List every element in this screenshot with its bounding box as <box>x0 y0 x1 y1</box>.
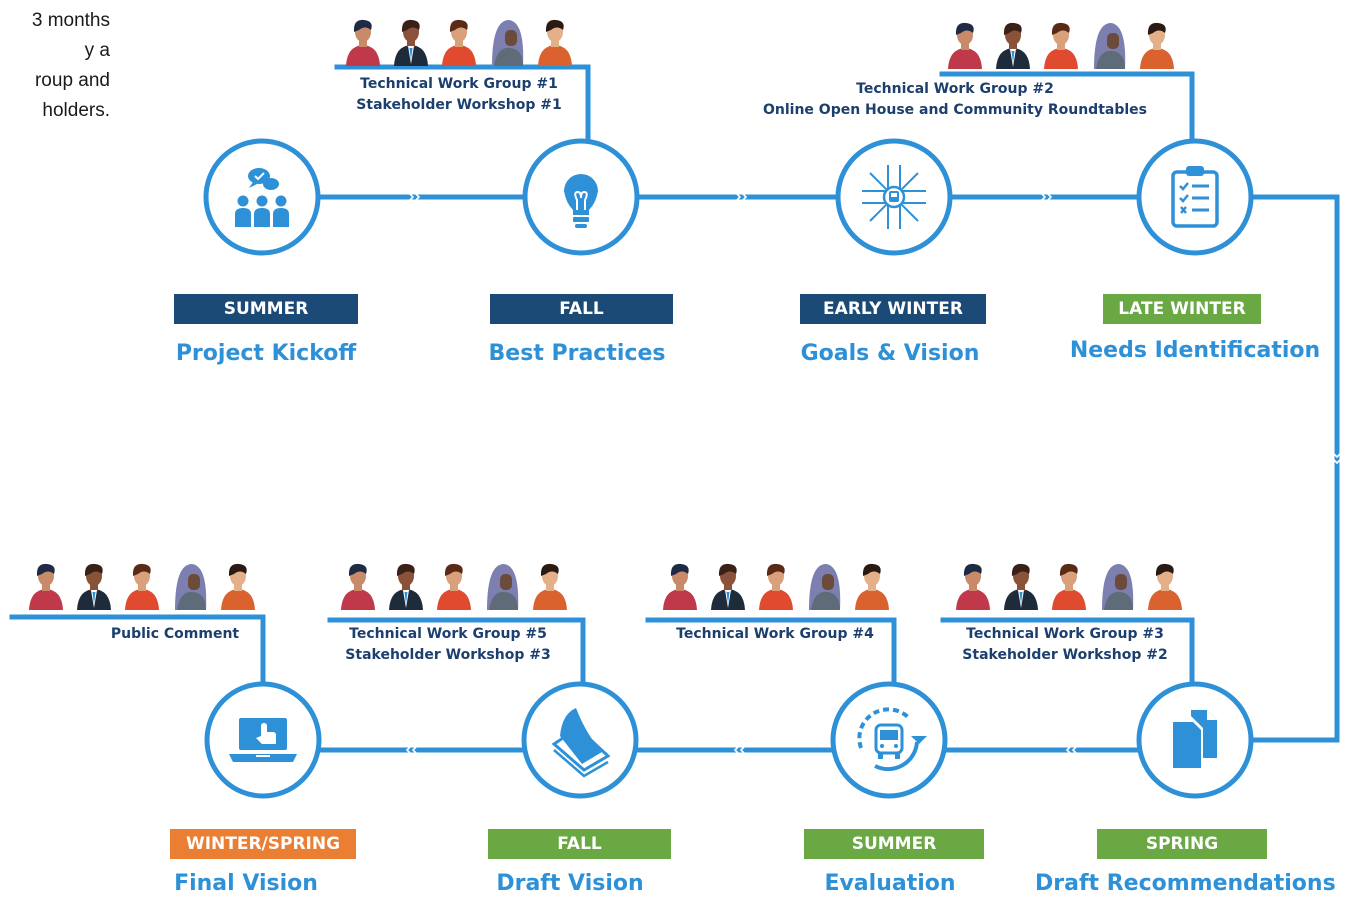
stage-node <box>1136 138 1254 256</box>
meeting-bracket <box>334 64 591 144</box>
season-badge: SUMMER <box>804 829 984 859</box>
season-badge: FALL <box>488 829 671 859</box>
meeting-label: Online Open House and Community Roundtab… <box>762 102 1147 118</box>
stage-title: Project Kickoff <box>175 341 357 366</box>
stage-node <box>203 138 321 256</box>
lightbulb-icon <box>564 174 598 228</box>
chevron-arrow-icon <box>1065 746 1077 754</box>
chevron-arrow-icon <box>405 746 417 754</box>
stage-circles <box>203 138 1254 799</box>
people-group-icon <box>346 19 572 66</box>
season-badge: LATE WINTER <box>1103 294 1261 324</box>
timeline-connectors <box>9 64 1340 753</box>
bus-cycle-icon <box>857 707 927 772</box>
meeting-bracket <box>939 71 1195 144</box>
intro-line: y a <box>84 40 110 61</box>
stage-title: Best Practices <box>488 341 666 366</box>
stage-title: Draft Recommendations <box>1035 871 1336 896</box>
intro-paragraph: 3 months y a roup and holders. <box>0 6 110 126</box>
stage-title: Final Vision <box>174 871 318 896</box>
meeting-label: Public Comment <box>110 626 240 642</box>
bus-network-icon <box>862 165 926 229</box>
meeting-bracket <box>940 617 1195 687</box>
connector-line <box>1248 194 1340 743</box>
stage-node <box>522 138 640 256</box>
stage-title: Draft Vision <box>496 871 644 896</box>
stage-node <box>521 681 639 799</box>
people-groups <box>29 19 1182 610</box>
clipboard-checklist-icon <box>1171 166 1219 228</box>
people-group-icon <box>956 563 1182 610</box>
season-badge: SPRING <box>1097 829 1267 859</box>
stage-title: Needs Identification <box>1069 338 1321 363</box>
stage-node <box>1136 681 1254 799</box>
chevron-arrow-icon <box>1041 193 1053 201</box>
documents-icon <box>1173 710 1217 768</box>
meeting-label: Technical Work Group #5 <box>349 626 547 642</box>
chevron-arrow-icon <box>736 193 748 201</box>
intro-line: roup and <box>34 70 110 91</box>
stage-title: Goals & Vision <box>800 341 980 366</box>
meeting-bracket <box>645 617 897 687</box>
intro-line: holders. <box>42 100 110 121</box>
stage-node <box>835 138 953 256</box>
stage-node <box>204 681 322 799</box>
meeting-label: Stakeholder Workshop #1 <box>356 97 562 113</box>
season-badge: FALL <box>490 294 673 324</box>
meeting-label: Stakeholder Workshop #2 <box>962 647 1168 663</box>
chevron-arrow-icon <box>409 193 421 201</box>
discussion-group-icon <box>235 168 289 227</box>
meeting-label: Technical Work Group #4 <box>676 626 874 642</box>
people-group-icon <box>341 563 567 610</box>
stage-node <box>830 681 948 799</box>
people-group-icon <box>29 563 255 610</box>
chevron-arrow-icon <box>733 746 745 754</box>
season-badge: SUMMER <box>174 294 358 324</box>
book-icon <box>551 708 611 778</box>
meeting-label: Stakeholder Workshop #3 <box>345 647 551 663</box>
flow-chevrons <box>405 193 1341 754</box>
meeting-bracket <box>9 614 266 687</box>
meeting-label: Technical Work Group #2 <box>856 81 1054 97</box>
chevron-arrow-icon <box>1333 453 1341 465</box>
meeting-label: Technical Work Group #3 <box>966 626 1164 642</box>
intro-line: 3 months <box>31 10 110 31</box>
laptop-click-icon <box>229 710 297 762</box>
people-group-icon <box>948 22 1174 69</box>
people-group-icon <box>663 563 889 610</box>
season-badge: EARLY WINTER <box>800 294 986 324</box>
meeting-bracket <box>327 617 586 687</box>
season-badge: WINTER/SPRING <box>170 829 356 859</box>
meeting-label: Technical Work Group #1 <box>360 76 558 92</box>
stage-title: Evaluation <box>824 871 956 896</box>
